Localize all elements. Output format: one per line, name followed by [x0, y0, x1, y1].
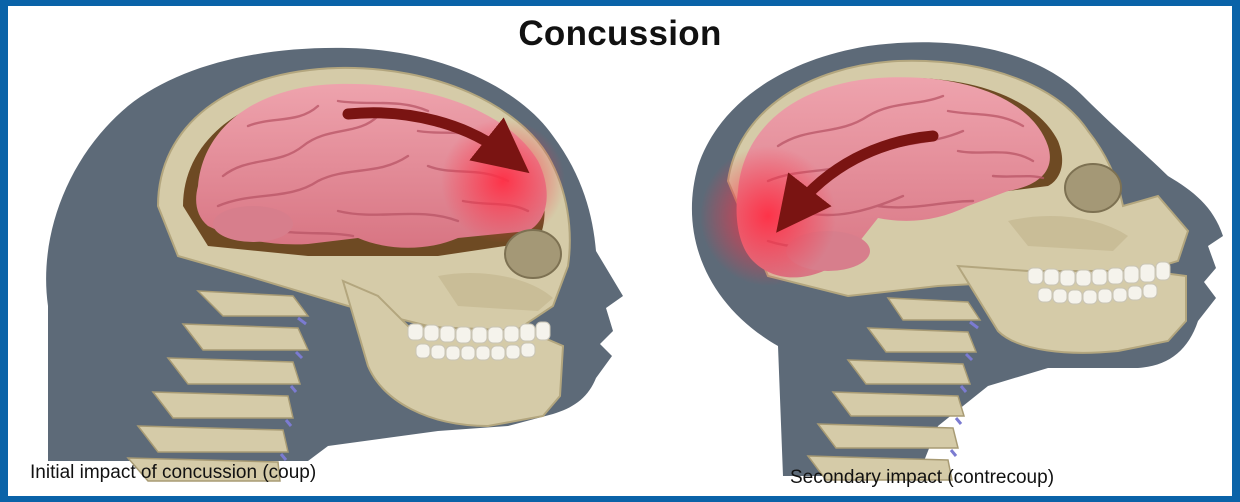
- impact-zone-left: [441, 119, 565, 243]
- caption-coup: Initial impact of concussion (coup): [30, 462, 316, 484]
- impact-zone-right: [700, 146, 836, 286]
- caption-contrecoup: Secondary impact (contrecoup): [790, 467, 1054, 489]
- head-right: [692, 42, 1223, 480]
- cerebellum-left: [213, 206, 293, 242]
- head-left: [46, 48, 623, 481]
- eye-socket-left: [505, 230, 561, 278]
- figure-frame: Concussion: [8, 6, 1232, 496]
- eye-socket-right: [1065, 164, 1121, 212]
- illustration: [8, 6, 1232, 496]
